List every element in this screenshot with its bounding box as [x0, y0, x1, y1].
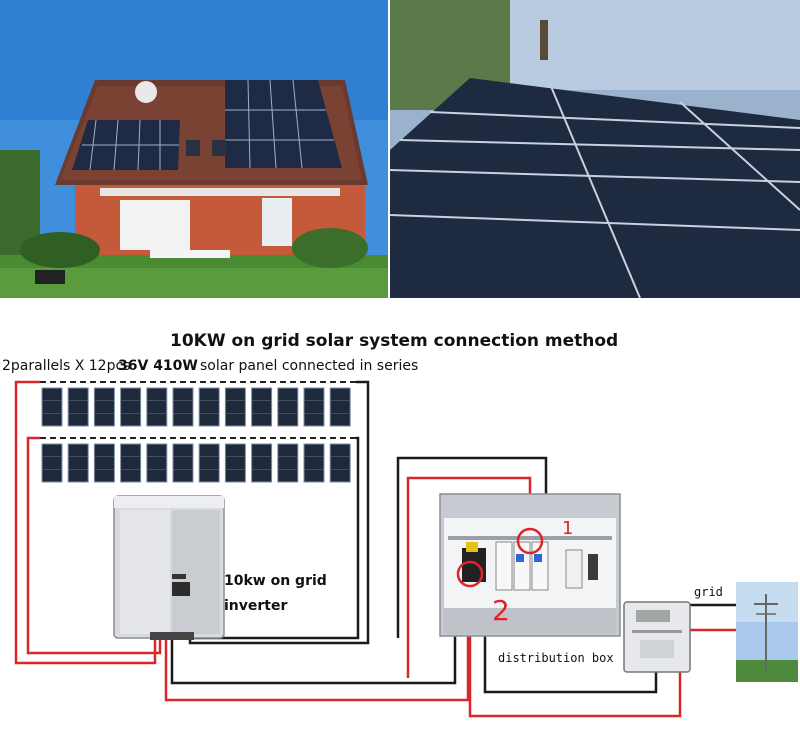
- solar-panel: [41, 387, 63, 427]
- solar-panel: [224, 387, 246, 427]
- spec-parallels: 2parallels X 12pcs: [2, 358, 130, 374]
- solar-panel: [251, 443, 273, 483]
- solar-panel: [146, 443, 168, 483]
- panel-closeup-photo: [389, 0, 800, 298]
- marker-label-1: 1: [562, 518, 573, 539]
- inverter-display: [172, 582, 190, 596]
- solar-panel: [277, 387, 299, 427]
- solar-panel: [120, 443, 142, 483]
- wire-black-box-meter: [483, 618, 658, 694]
- marker-circle-1: [516, 527, 544, 555]
- solar-panel-array: [41, 387, 351, 483]
- inverter-label-line2: inverter: [224, 598, 287, 614]
- solar-panel: [303, 387, 325, 427]
- diagram-title: 10KW on grid solar system connection met…: [170, 331, 618, 351]
- solar-panel: [198, 387, 220, 427]
- solar-panel: [303, 443, 325, 483]
- solar-panel: [329, 443, 351, 483]
- solar-panel: [41, 443, 63, 483]
- solar-panel: [93, 443, 115, 483]
- solar-panel: [93, 387, 115, 427]
- breaker-1: [495, 541, 513, 591]
- solar-panel: [172, 387, 194, 427]
- distribution-box: [439, 493, 621, 637]
- solar-panel: [172, 443, 194, 483]
- meter-display: [636, 610, 670, 622]
- solar-panel: [146, 387, 168, 427]
- wire-red-array-inner: [26, 436, 162, 655]
- roof-solar-array-right: [225, 79, 342, 169]
- solar-panel: [224, 443, 246, 483]
- wire-red-box-meter: [468, 633, 682, 718]
- photos-panel: [0, 0, 800, 298]
- wire-red-array-left: [14, 380, 157, 665]
- electricity-meter: [623, 601, 691, 673]
- inverter: [113, 495, 225, 640]
- solar-panel: [198, 443, 220, 483]
- connection-diagram: 10KW on grid solar system connection met…: [2, 331, 798, 718]
- wire-black-ac-out: [170, 633, 457, 685]
- spec-panel: 36V 410W: [118, 358, 198, 374]
- solar-panel: [67, 387, 89, 427]
- grid-photo: [736, 582, 798, 682]
- solar-panel: [120, 387, 142, 427]
- solar-panel: [329, 387, 351, 427]
- solar-panel: [67, 443, 89, 483]
- solar-panel: [251, 387, 273, 427]
- roof-solar-array-left: [72, 119, 180, 171]
- marker-label-2: 2: [492, 594, 510, 627]
- solar-panel: [277, 443, 299, 483]
- grid-label: grid: [694, 585, 723, 599]
- distribution-box-label: distribution box: [498, 651, 614, 665]
- marker-circle-2: [456, 560, 484, 588]
- inverter-label-line1: 10kw on grid: [224, 573, 327, 589]
- spec-description: solar panel connected in series: [200, 358, 418, 374]
- house-photo: [0, 0, 388, 298]
- wire-red-ac-out: [164, 633, 470, 702]
